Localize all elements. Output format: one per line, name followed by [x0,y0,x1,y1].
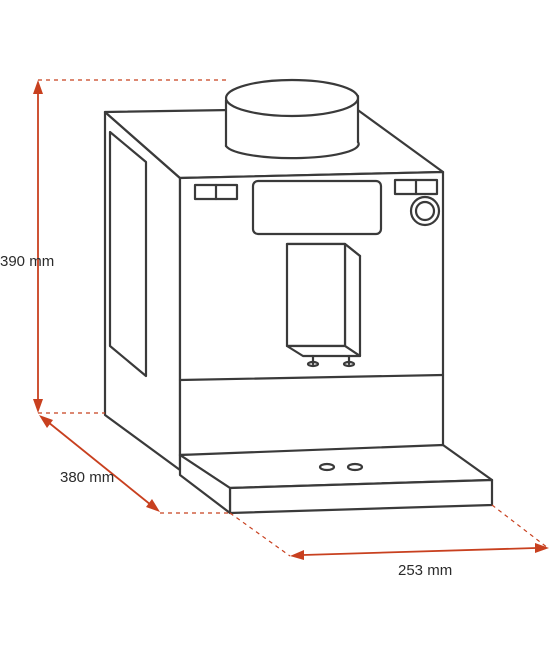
coffee-machine-outline [103,78,494,515]
display-screen [251,179,383,236]
width-arrow-right [535,543,549,553]
width-dimension-line [302,547,537,556]
depth-arrow-top [39,415,53,428]
machine-side-window [108,130,148,378]
depth-label: 380 mm [60,469,114,486]
width-label: 253 mm [398,562,452,579]
control-buttons-left [193,183,239,201]
bean-hopper [224,78,360,160]
width-dimension: 253 mm [229,504,549,579]
height-arrow-top [33,80,43,94]
machine-front-split [178,373,445,382]
width-arrow-left [290,550,304,560]
height-dimension: 390 mm [0,79,230,414]
coffee-outlet [285,242,362,368]
depth-dimension-line [47,421,152,506]
depth-dimension: 380 mm [39,415,228,514]
rotary-knob [409,195,441,227]
control-buttons-right [393,178,439,196]
height-label: 390 mm [0,253,54,270]
drip-tray [178,443,494,515]
depth-arrow-bottom [146,499,160,512]
height-arrow-bottom [33,399,43,413]
